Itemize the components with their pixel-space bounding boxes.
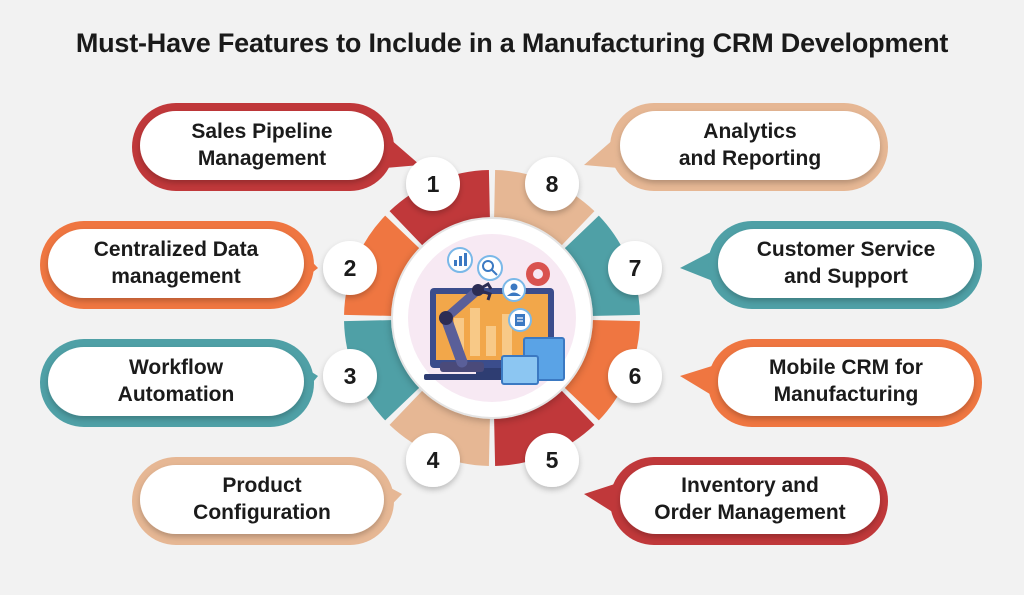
number-label-1: 1 xyxy=(427,171,440,197)
number-badge-5 xyxy=(525,433,579,487)
callout-7 xyxy=(680,221,982,309)
callout-body xyxy=(140,111,384,180)
callout-body xyxy=(48,229,304,298)
number-badge-4 xyxy=(406,433,460,487)
callout-4 xyxy=(132,457,402,545)
callout-body xyxy=(48,347,304,416)
user-icon xyxy=(502,278,526,302)
manufacturing-crm-illustration xyxy=(391,217,593,419)
documents-icon xyxy=(501,337,565,385)
document-icon xyxy=(508,308,532,332)
callout-body xyxy=(620,465,880,534)
search-icon xyxy=(477,255,503,281)
number-label-2: 2 xyxy=(344,255,357,281)
number-badge-8 xyxy=(525,157,579,211)
ring-segment-5 xyxy=(494,388,595,466)
callout-2 xyxy=(40,221,318,309)
number-badge-1 xyxy=(406,157,460,211)
number-label-6: 6 xyxy=(629,363,642,389)
callout-1 xyxy=(132,103,420,191)
number-badge-6 xyxy=(608,349,662,403)
callout-3 xyxy=(40,339,318,427)
gear-icon xyxy=(526,262,550,286)
callout-body xyxy=(718,229,974,298)
callout-5 xyxy=(584,457,888,545)
robot-arm-icon xyxy=(439,281,493,372)
callout-8 xyxy=(584,103,888,191)
callout-body xyxy=(718,347,974,416)
number-label-3: 3 xyxy=(344,363,357,389)
number-label-5: 5 xyxy=(546,447,559,473)
number-badge-3 xyxy=(323,349,377,403)
ring-segment-4 xyxy=(389,388,490,466)
callout-body xyxy=(140,465,384,534)
ring-segment-3 xyxy=(344,320,422,421)
callout-body xyxy=(620,111,880,180)
number-label-8: 8 xyxy=(546,171,559,197)
number-label-4: 4 xyxy=(427,447,440,473)
ring-segment-6 xyxy=(562,320,640,421)
number-badge-2 xyxy=(323,241,377,295)
page-title: Must-Have Features to Include in a Manuf… xyxy=(75,28,949,58)
callout-6 xyxy=(680,339,982,427)
number-label-7: 7 xyxy=(629,255,642,281)
number-badge-7 xyxy=(608,241,662,295)
chart-icon xyxy=(447,247,473,273)
